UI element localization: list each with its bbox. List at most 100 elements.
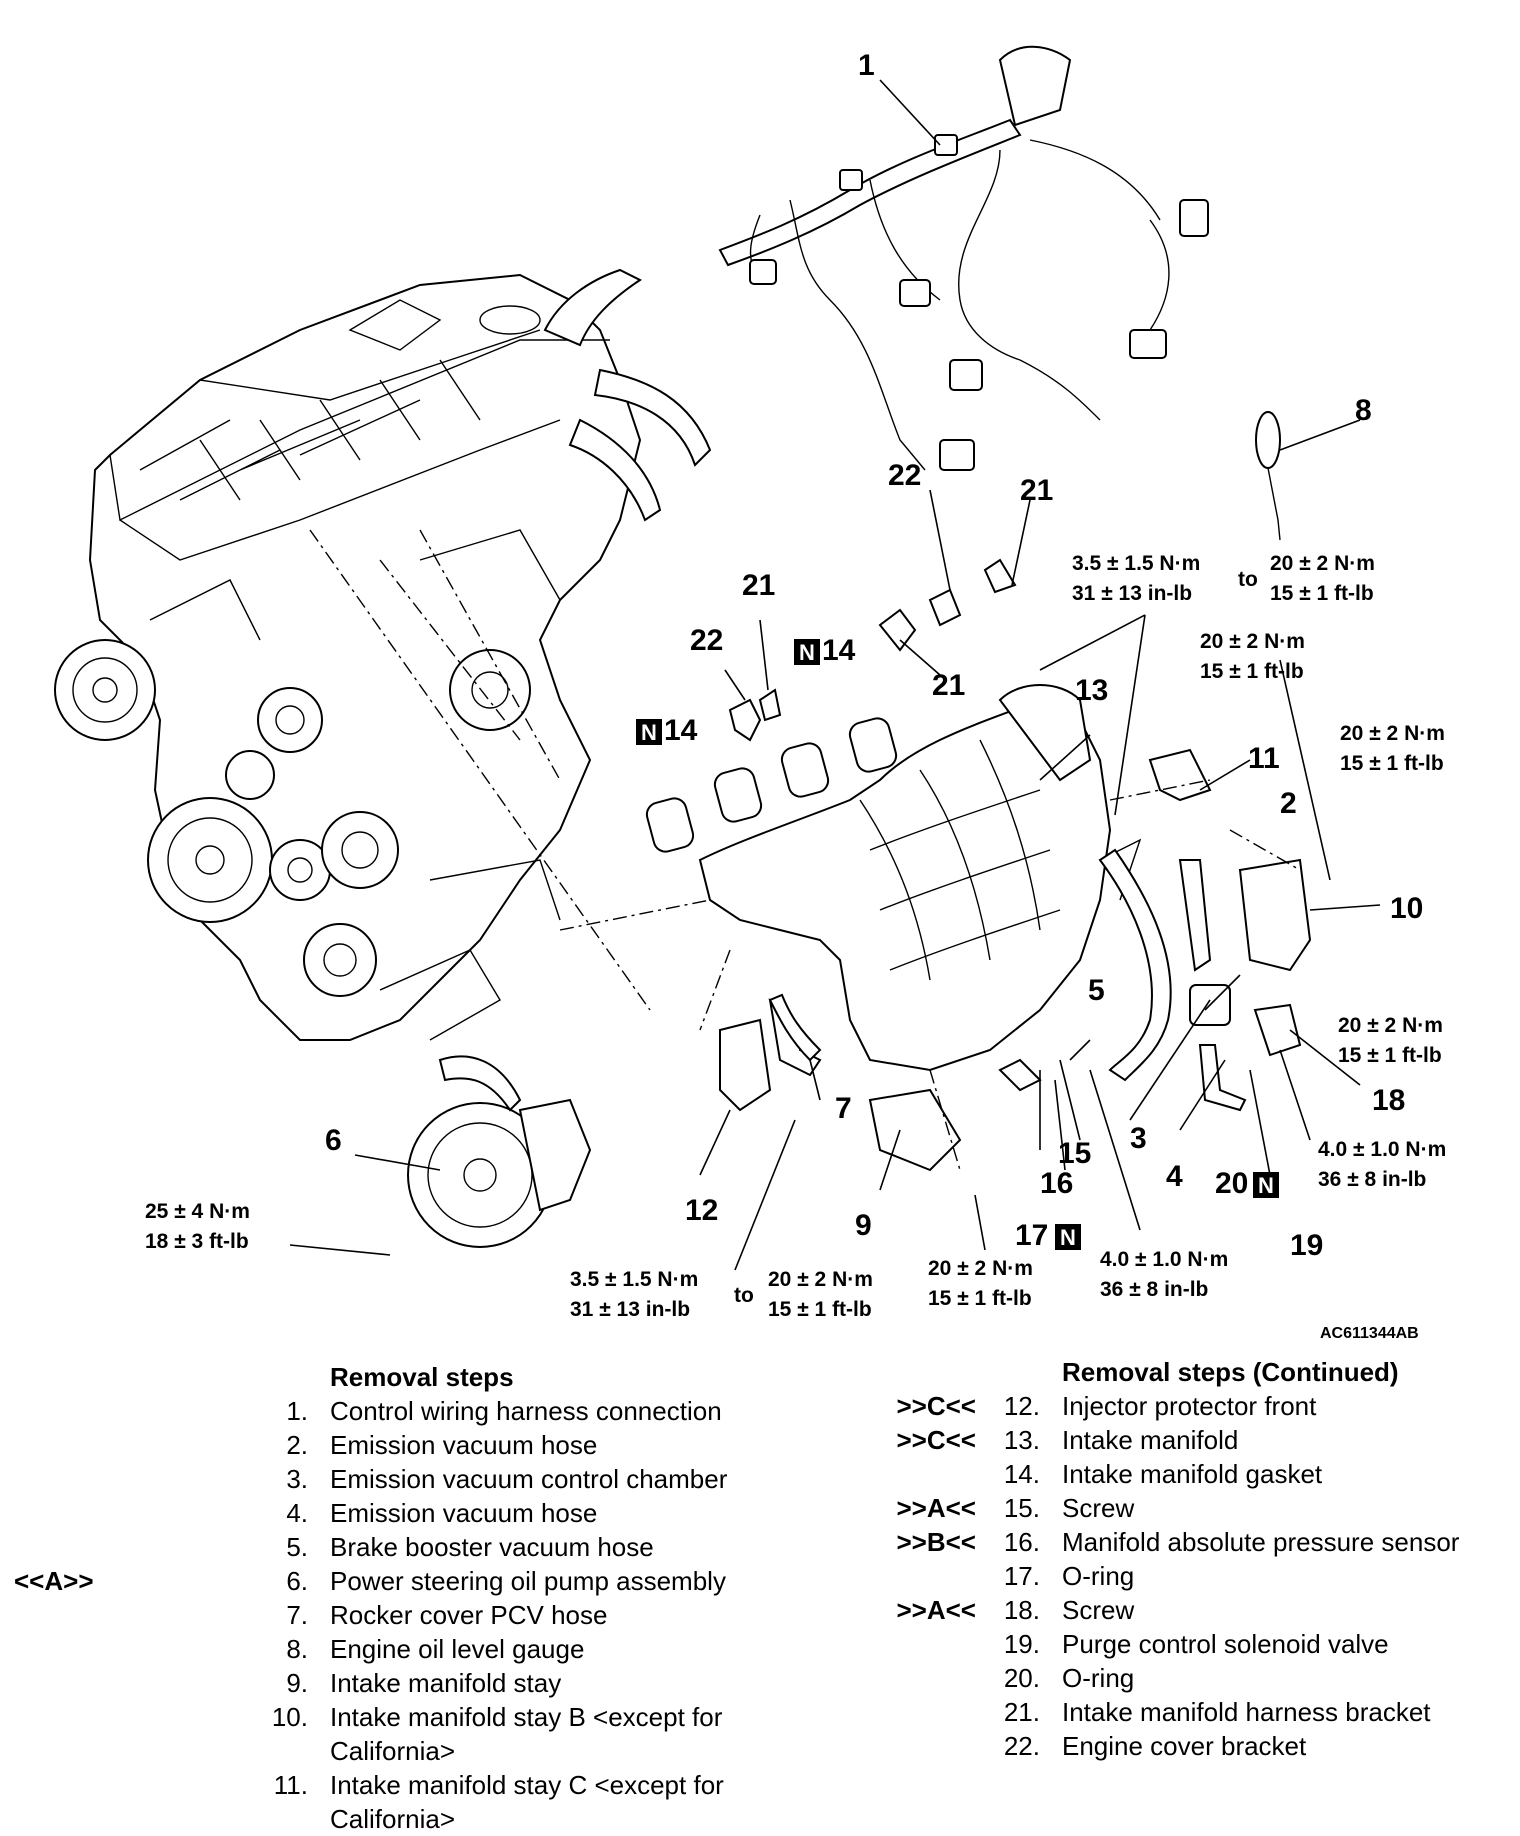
step-text: Intake manifold gasket — [1062, 1459, 1323, 1489]
torque-9-ftlb: 15 ± 1 ft-lb — [928, 1287, 1032, 1310]
removal-step-row: 1. Control wiring harness connection — [0, 1394, 760, 1428]
intake-manifold-drawing — [645, 684, 1142, 1072]
vacuum-hoses-drawing — [998, 848, 1302, 1112]
service-mark — [0, 1462, 178, 1496]
harness-brackets-drawing — [728, 558, 1017, 742]
n-badge-14b-text: N — [799, 640, 815, 665]
step-number: 1. — [286, 1396, 308, 1426]
step-text: Engine cover bracket — [1062, 1731, 1307, 1761]
step-number: 14. — [1003, 1459, 1040, 1489]
callout-12: 12 — [685, 1194, 718, 1227]
step-text: Intake manifold stay — [330, 1668, 562, 1698]
step-number: 15. — [1003, 1493, 1040, 1523]
step-number: 19. — [1003, 1629, 1040, 1659]
service-mark — [0, 1768, 178, 1836]
removal-step-row: 11.Intake manifold stay C <except for Ca… — [0, 1768, 760, 1836]
callout-20: 20 — [1215, 1167, 1248, 1200]
removal-step-row: 5.Brake booster vacuum hose — [0, 1530, 760, 1564]
step-text: Power steering oil pump assembly — [330, 1566, 726, 1596]
torque-13-inlb: 31 ± 13 in-lb — [1072, 582, 1192, 605]
removal-steps-header: Removal steps (Continued) — [1062, 1357, 1399, 1387]
removal-step-row: >>C<<13.Intake manifold — [880, 1423, 1510, 1457]
callout-19: 19 — [1290, 1229, 1323, 1262]
step-number: 18. — [1003, 1595, 1040, 1625]
removal-step-row: 7.Rocker cover PCV hose — [0, 1598, 760, 1632]
removal-step-row: >>C<<12.Injector protector front — [880, 1389, 1510, 1423]
alignment-lines — [309, 529, 1301, 1171]
torque-18-inlb: 36 ± 8 in-lb — [1318, 1168, 1426, 1191]
step-text: Emission vacuum hose — [330, 1498, 598, 1528]
step-text: Intake manifold harness bracket — [1062, 1697, 1431, 1727]
service-mark — [880, 1729, 990, 1763]
power-steering-pump-drawing — [407, 1055, 592, 1248]
n-badge-20-text: N — [1258, 1173, 1274, 1198]
step-number: 16. — [1003, 1527, 1040, 1557]
torque-13-to: to — [1238, 568, 1258, 591]
step-number: 8. — [286, 1634, 308, 1664]
callout-14b: 14 — [822, 634, 856, 667]
callout-18: 18 — [1372, 1084, 1405, 1117]
service-mark: >>C<< — [896, 1425, 976, 1455]
torque-12-ftlb-max: 15 ± 1 ft-lb — [768, 1298, 872, 1321]
step-number: 13. — [1003, 1425, 1040, 1455]
callout-10: 10 — [1390, 892, 1423, 925]
service-mark: >>C<< — [896, 1391, 976, 1421]
step-text: Emission vacuum hose — [330, 1430, 598, 1460]
removal-step-row: 9. Intake manifold stay — [0, 1666, 760, 1700]
torque-12-nm-max: 20 ± 2 N·m — [768, 1268, 873, 1291]
service-mark — [0, 1632, 178, 1666]
torque-10b-nm: 20 ± 2 N·m — [1338, 1014, 1443, 1037]
callout-13: 13 — [1075, 674, 1108, 707]
step-text: Manifold absolute pressure sensor — [1062, 1527, 1460, 1557]
service-mark — [0, 1530, 178, 1564]
step-number: 22. — [1003, 1731, 1040, 1761]
torque-10b-ftlb: 15 ± 1 ft-lb — [1338, 1044, 1442, 1067]
exploded-view-diagram: 1 8 22 21 21 22 21 14 14 13 11 2 10 5 18… — [54, 45, 1446, 1321]
removal-step-row: >>A<<15.Screw — [880, 1491, 1510, 1525]
callout-21c: 21 — [932, 669, 965, 702]
torque-10-ftlb: 15 ± 1 ft-lb — [1340, 752, 1444, 775]
step-number: 3. — [286, 1464, 308, 1494]
service-mark — [880, 1661, 990, 1695]
callout-2: 2 — [1280, 787, 1297, 820]
torque-15-nm: 4.0 ± 1.0 N·m — [1100, 1248, 1228, 1271]
callout-15: 15 — [1058, 1137, 1091, 1170]
torque-18-nm: 4.0 ± 1.0 N·m — [1318, 1138, 1446, 1161]
removal-step-row: 20.O-ring — [880, 1661, 1510, 1695]
removal-step-row: 2.Emission vacuum hose — [0, 1428, 760, 1462]
torque-12-to: to — [734, 1284, 754, 1307]
torque-13-ftlb-max: 15 ± 1 ft-lb — [1270, 582, 1374, 605]
removal-step-row: 22. Engine cover bracket — [880, 1729, 1510, 1763]
removal-step-row: 10. Intake manifold stay B <except for Ca… — [0, 1700, 760, 1768]
callout-22b: 22 — [690, 624, 723, 657]
service-mark — [880, 1695, 990, 1729]
removal-step-row: 14. Intake manifold gasket — [880, 1457, 1510, 1491]
service-mark: >>B<< — [896, 1527, 976, 1557]
step-number: 12. — [1003, 1391, 1040, 1421]
step-text: Control wiring harness connection — [330, 1396, 722, 1426]
leader-lines — [289, 79, 1381, 1271]
removal-step-row: 21.Intake manifold harness bracket — [880, 1695, 1510, 1729]
step-text: O-ring — [1062, 1561, 1135, 1591]
step-number: 9. — [286, 1668, 308, 1698]
torque-specs: 3.5 ± 1.5 N·m 31 ± 13 in-lb to 20 ± 2 N·… — [145, 552, 1446, 1321]
torque-12-nm: 3.5 ± 1.5 N·m — [570, 1268, 698, 1291]
step-text: O-ring — [1062, 1663, 1135, 1693]
n-badge-17 — [1055, 1224, 1081, 1250]
n-badge-14a — [636, 719, 662, 745]
service-mark: <<A>> — [14, 1566, 94, 1596]
torque-11-nm: 20 ± 2 N·m — [1200, 630, 1305, 653]
callout-21b: 21 — [742, 569, 775, 602]
oil-level-gauge-drawing — [1255, 411, 1281, 541]
torque-13-nm-max: 20 ± 2 N·m — [1270, 552, 1375, 575]
callout-numbers: 1 8 22 21 21 22 21 14 14 13 11 2 10 5 18… — [325, 49, 1423, 1262]
step-number: 4. — [286, 1498, 308, 1528]
callout-17: 17 — [1015, 1219, 1048, 1252]
step-text: Intake manifold stay B <except for Calif… — [330, 1702, 723, 1766]
callout-16: 16 — [1040, 1167, 1073, 1200]
torque-10-nm: 20 ± 2 N·m — [1340, 722, 1445, 745]
step-number: 10. — [271, 1702, 308, 1732]
removal-step-row: 8.Engine oil level gauge — [0, 1632, 760, 1666]
step-text: Purge control solenoid valve — [1062, 1629, 1389, 1659]
